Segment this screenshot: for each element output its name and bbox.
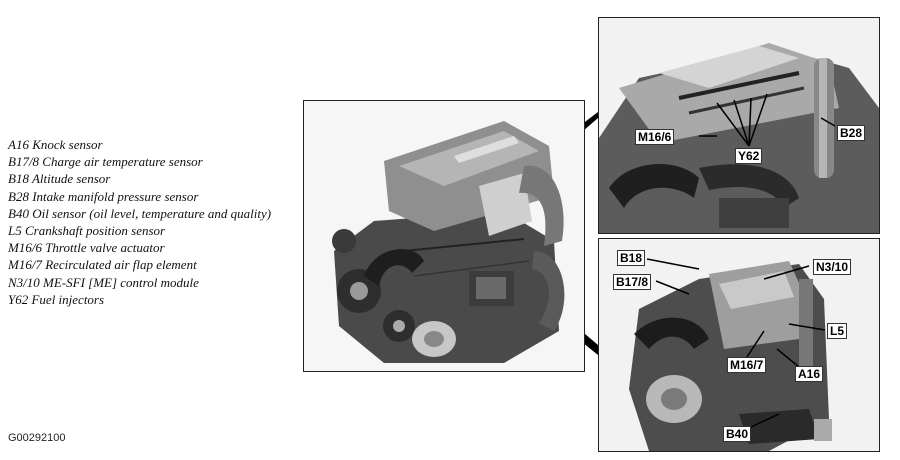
bottom-detail-panel: B18 N3/10 B17/8 L5 M16/7 A16 B40 <box>598 238 880 452</box>
legend: A16 Knock sensor B17/8 Charge air temper… <box>8 136 298 308</box>
legend-item-n3-10: N3/10 ME-SFI [ME] control module <box>8 274 199 290</box>
main-engine-illustration <box>304 101 584 371</box>
legend-item-m16-7: M16/7 Recirculated air flap element <box>8 257 197 273</box>
callout-b17-8: B17/8 <box>613 274 652 290</box>
top-detail-illustration <box>599 18 879 233</box>
callout-l5: L5 <box>827 323 848 339</box>
legend-item-b18: B18 Altitude sensor <box>8 171 111 187</box>
legend-item-m16-6: M16/6 Throttle valve actuator <box>8 240 165 256</box>
legend-item-b17-8: B17/8 Charge air temperature sensor <box>8 154 203 170</box>
callout-b28: B28 <box>837 125 866 141</box>
callout-m16-7: M16/7 <box>727 357 767 373</box>
callout-m16-6: M16/6 <box>635 129 675 145</box>
legend-item-y62: Y62 Fuel injectors <box>8 291 105 307</box>
callout-b18: B18 <box>617 250 646 266</box>
legend-item-b40: B40 Oil sensor (oil level, temperature a… <box>8 205 272 221</box>
callout-a16: A16 <box>795 366 824 382</box>
legend-item-a16: A16 Knock sensor <box>8 137 103 152</box>
callout-n3-10: N3/10 <box>813 259 852 275</box>
legend-item-b28: B28 Intake manifold pressure sensor <box>8 188 199 204</box>
callout-y62: Y62 <box>735 148 763 164</box>
figure-code: G00292100 <box>8 432 66 444</box>
main-engine-panel <box>303 100 585 372</box>
callout-b40: B40 <box>723 426 752 442</box>
top-detail-panel: M16/6 Y62 B28 <box>598 17 880 234</box>
legend-item-l5: L5 Crankshaft position sensor <box>8 223 166 239</box>
